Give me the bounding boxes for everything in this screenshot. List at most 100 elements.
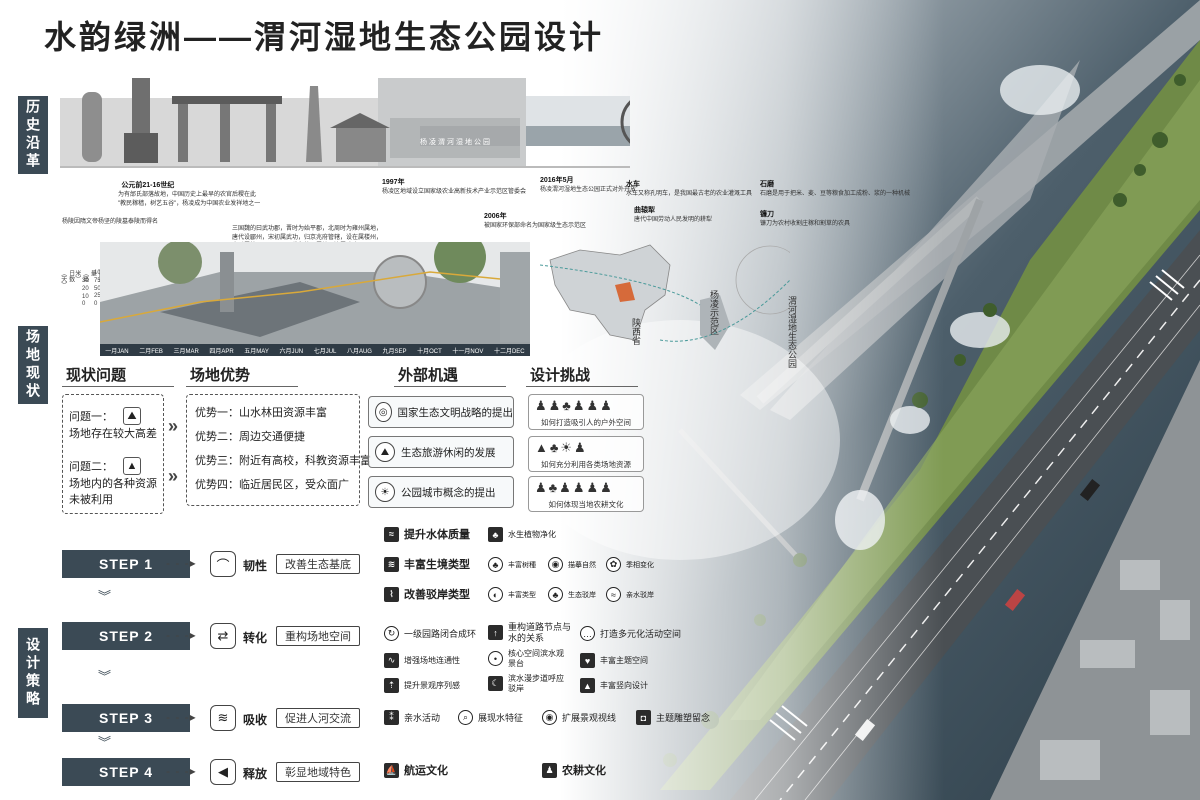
farming-icon: ♟♣♟♟♟♟: [535, 480, 614, 495]
history-note: 水车水车又称孔明车，是我国最古老的农业灌溉工具: [626, 181, 753, 198]
challenge-item: ♟♣♟♟♟♟ 如何体现当地农耕文化: [528, 476, 644, 512]
terrain-icon: ⛰: [123, 407, 141, 425]
sailboat-icon: ⛵: [384, 762, 399, 778]
people-icon: ♟♟♣♟♟♟: [535, 398, 614, 413]
strategy-item: …打造多元化活动空间: [580, 626, 681, 641]
strategy-item: ⛵航运文化: [384, 762, 448, 778]
step-2-verb: 转化: [243, 631, 268, 645]
step-4-goal: 彰显地域特色: [276, 762, 360, 782]
opportunity-item: ◎国家生态文明战略的提出: [368, 396, 514, 428]
strategy-item: ◉描摹自然: [548, 557, 596, 572]
bank-type-icon: ◐: [488, 587, 503, 602]
history-note: 石磨石磨是用于把米、麦、豆等粮食加工成粉、浆的一种机械: [760, 181, 911, 198]
terrain-design-icon: ▲: [580, 678, 595, 693]
strategy-item: ≈提升水体质量: [384, 526, 470, 542]
opportunity-item: ☀公园城市概念的提出: [368, 476, 514, 508]
strategy-item: ↻一级园路闭合成环: [384, 626, 476, 641]
resource-icon: ▲: [123, 457, 141, 475]
strategy-item: ☾滨水漫步道呼应驳岸: [488, 674, 564, 693]
heart-icon: ♥: [580, 653, 595, 668]
history-note: 镰刀镰刀为农村收割庄稼和割草的农具: [760, 211, 851, 228]
step-3-verb: 吸收: [243, 713, 268, 727]
history-note: 2016年5月杨凌渭河湿地生态公园正式对外开放: [540, 177, 637, 194]
sidebar-history: 历史沿革: [18, 96, 48, 174]
strategy-item: ⇡提升景观序列感: [384, 678, 460, 693]
problem-2: 问题二：场地内的各种资源未被利用: [69, 461, 157, 506]
eye-icon: ◉: [542, 710, 557, 725]
advantage-item: 优势一：山水林田资源丰富: [195, 407, 327, 419]
history-note: 曲辕犁唐代中国劳动人民发明的耕犁: [634, 207, 713, 224]
mountain-icon: ⛰: [375, 442, 395, 462]
strategy-item: ≈亲水驳岸: [606, 587, 654, 602]
location-map: [540, 244, 790, 350]
chat-icon: …: [580, 626, 595, 641]
strategy-item: •核心空间滨水观景台: [488, 649, 564, 668]
header-opportunities: 外部机遇: [393, 364, 507, 387]
advantage-item: 优势二：周边交通便捷: [195, 431, 305, 443]
opportunity-item: ⛰生态旅游休闲的发展: [368, 436, 514, 468]
eco-bank-icon: ♣: [548, 587, 563, 602]
strategy-item: ◘主题雕塑留念: [636, 710, 710, 725]
problem-1: 问题一：场地存在较大高差: [69, 411, 157, 440]
embankment-icon: ⌇: [384, 586, 399, 602]
sequence-icon: ⇡: [384, 678, 399, 693]
landscape-icon: ▲♣☀♟: [535, 440, 588, 455]
leaf-icon: ✿: [606, 557, 621, 572]
arrow-icon: - - -▸: [166, 628, 197, 642]
arrow-icon: - - -▸: [166, 556, 197, 570]
history-photo-strip: [60, 78, 630, 166]
history-note: 杨陵因隋文帝杨坚的陵墓泰陵而得名: [62, 219, 159, 225]
map-province-label: 陕西省: [631, 318, 641, 345]
timeline-line: [60, 166, 630, 168]
step-1-verb: 韧性: [243, 559, 268, 573]
strategy-item: ⁑亲水活动: [384, 710, 440, 725]
page-title: 水韵绿洲——渭河湿地生态公园设计: [44, 19, 605, 55]
history-photo-caption: 杨凌渭河湿地公园: [420, 139, 492, 146]
viewpoint-icon: •: [488, 651, 503, 667]
loop-icon: ↻: [384, 626, 399, 641]
header-problems: 现状问题: [61, 364, 175, 387]
advantage-item: 优势四：临近居民区，受众面广: [195, 479, 349, 491]
bulb-icon: ☀: [375, 482, 395, 502]
water-bank-icon: ≈: [606, 587, 621, 602]
strategy-item: ◐丰富类型: [488, 587, 536, 602]
strategy-item: ♟农耕文化: [542, 762, 606, 778]
habitat-icon: ≋: [384, 556, 399, 572]
map-park-label: 渭河湿地生态公园: [787, 296, 797, 368]
strategy-item: ♥丰富主题空间: [580, 653, 648, 668]
megaphone-icon: ◀: [210, 759, 236, 785]
strategy-item: ♣水生植物净化: [488, 527, 556, 542]
chevron-down-icon: ︾: [98, 735, 112, 750]
sidebar-design: 设计策略: [18, 628, 48, 718]
header-challenges: 设计挑战: [525, 364, 639, 387]
chevron-down-icon: ︾: [98, 669, 112, 684]
chevron-right-icon: »: [168, 416, 179, 436]
strategy-item: ⌇改善驳岸类型: [384, 586, 470, 602]
challenge-item: ♟♟♣♟♟♟ 如何打造吸引人的户外空间: [528, 394, 644, 430]
advantages-box: 优势一：山水林田资源丰富 优势二：周边交通便捷 优势三：附近有高校，科教资源丰富…: [186, 394, 371, 506]
strategy-item: ♣生态驳岸: [548, 587, 596, 602]
arrow-icon: - - -▸: [166, 710, 197, 724]
step-1-label: STEP 1: [62, 550, 190, 578]
history-note: 2006年被国家环保部命名为国家级生态示范区: [484, 213, 587, 230]
camera-icon: ◘: [636, 710, 651, 725]
strategy-item: ♣丰富树種: [488, 557, 536, 572]
step-4-verb: 释放: [243, 767, 268, 781]
path-icon: ☾: [488, 676, 503, 692]
step-1-goal: 改善生态基底: [276, 554, 360, 574]
tree-icon: ♣: [488, 557, 503, 572]
step-4-label: STEP 4: [62, 758, 190, 786]
cycle-icon: ⇄: [210, 623, 236, 649]
map-district-label: 杨凌示范区: [709, 290, 719, 335]
strategy-item: ▲丰富竖向设计: [580, 678, 648, 693]
farmer-icon: ♟: [542, 762, 557, 778]
node-icon: ↑: [488, 625, 503, 641]
history-note: 1997年杨凌区地域设立国家级农业高新技术产业示范区管委会: [382, 179, 527, 196]
advantage-item: 优势三：附近有高校，科教资源丰富: [195, 455, 371, 467]
step-2-label: STEP 2: [62, 622, 190, 650]
water-plant-icon: ♣: [488, 527, 503, 542]
arch-icon: ⌒: [210, 551, 236, 577]
step-3-goal: 促进人河交流: [276, 708, 360, 728]
strategy-item: ↑重构道路节点与水的关系: [488, 622, 578, 644]
